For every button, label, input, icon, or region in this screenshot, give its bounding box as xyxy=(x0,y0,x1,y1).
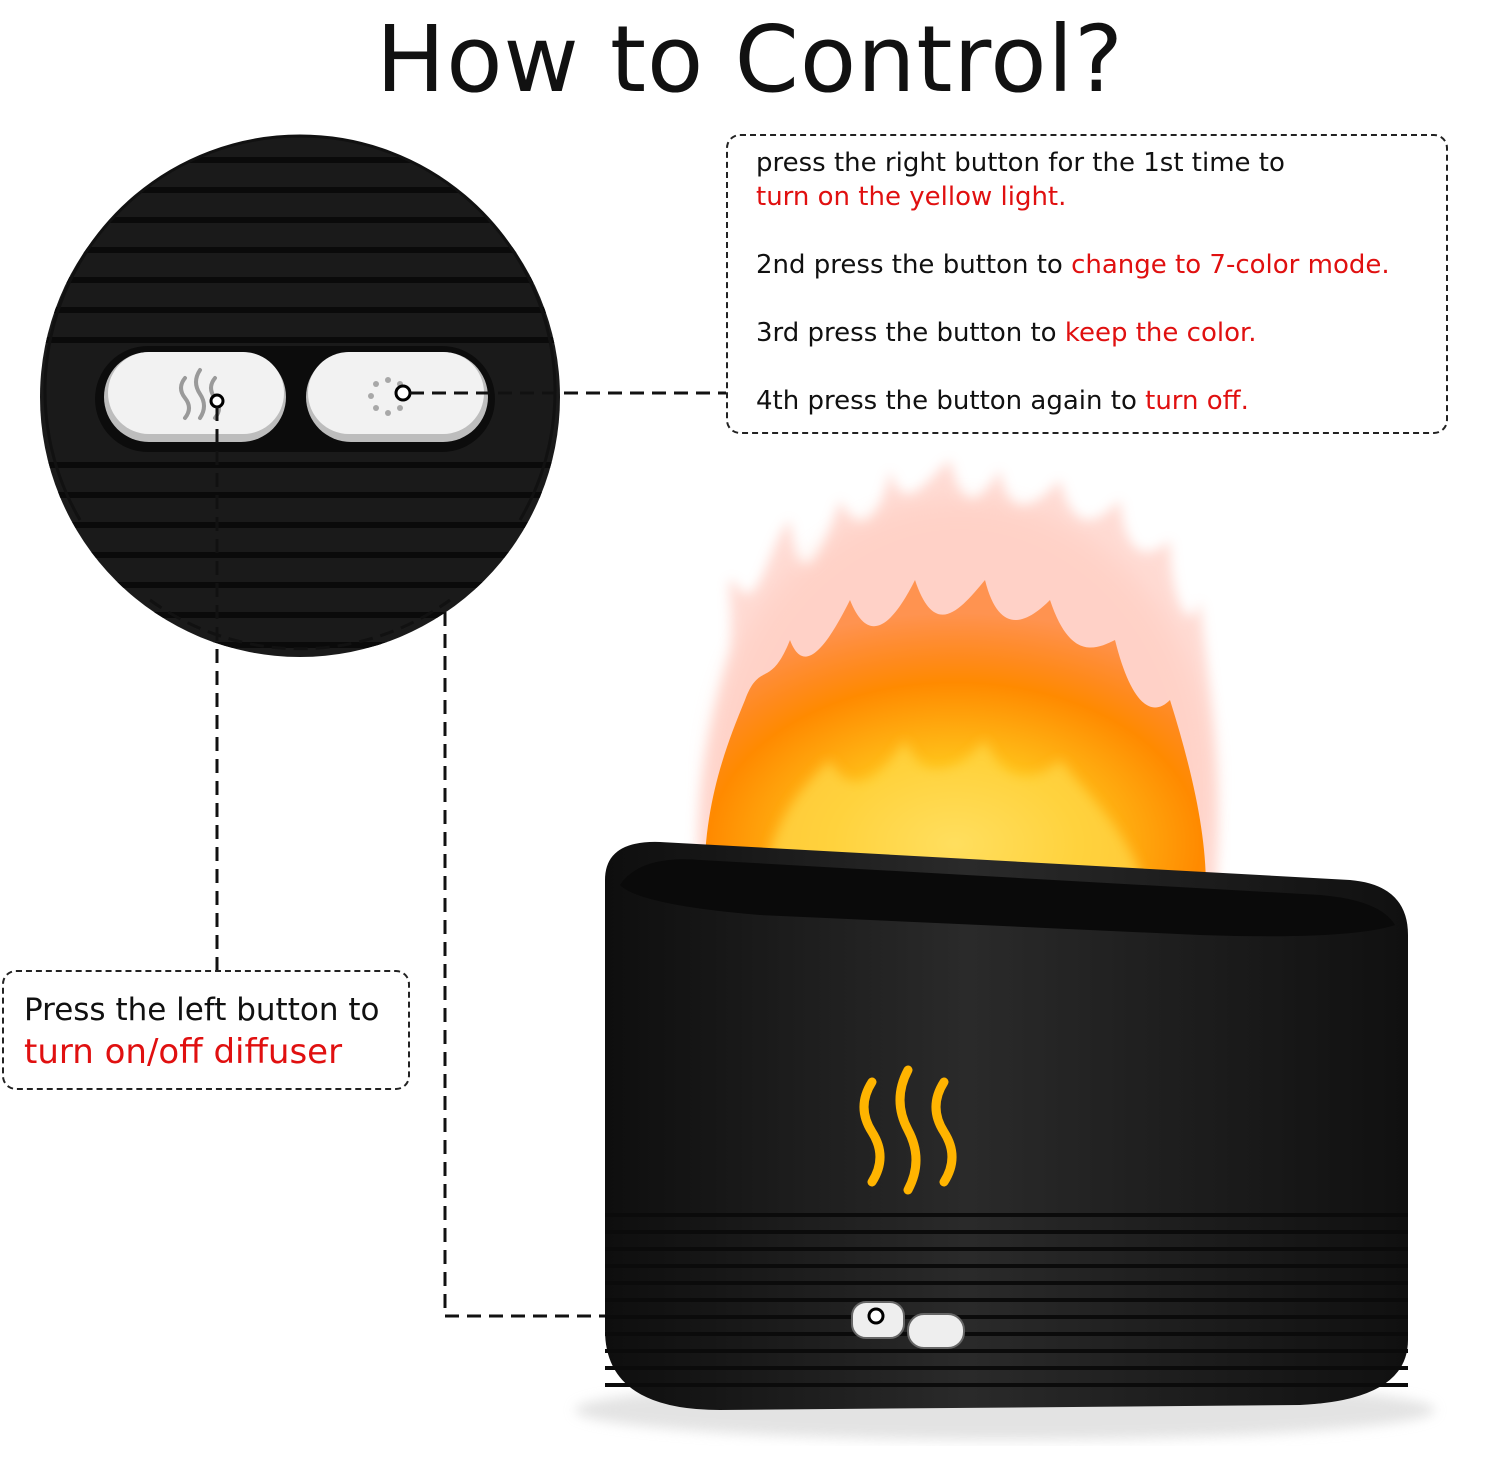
left-callout-highlight: turn on/off diffuser xyxy=(24,1032,343,1072)
step-3: 3rd press the button to keep the color. xyxy=(756,316,1446,350)
step-2-highlight: change to 7-color mode. xyxy=(1071,250,1390,280)
left-button-callout: Press the left button to turn on/off dif… xyxy=(2,970,410,1090)
right-button-marker xyxy=(394,384,412,402)
step-1-text: press the right button for the 1st time … xyxy=(756,148,1285,178)
left-callout-text: Press the left button to xyxy=(24,992,380,1028)
step-1-highlight: turn on the yellow light. xyxy=(756,182,1067,212)
device-right-button[interactable] xyxy=(907,1313,965,1349)
step-4: 4th press the button again to turn off. xyxy=(756,384,1446,418)
step-1: press the right button for the 1st time … xyxy=(756,146,1446,214)
left-button-marker xyxy=(209,393,225,409)
diffuser-device xyxy=(575,841,1435,1440)
step-3-highlight: keep the color. xyxy=(1064,318,1257,348)
step-4-highlight: turn off. xyxy=(1145,386,1249,416)
step-3-text: 3rd press the button to xyxy=(756,318,1065,348)
mist-waves-icon xyxy=(859,1065,957,1195)
zoom-circle xyxy=(40,134,560,657)
zoom-left-button[interactable] xyxy=(104,352,286,442)
page-title: How to Control? xyxy=(376,6,1124,113)
right-button-callout: press the right button for the 1st time … xyxy=(726,134,1448,434)
step-2: 2nd press the button to change to 7-colo… xyxy=(756,248,1446,282)
step-2-text: 2nd press the button to xyxy=(756,250,1072,280)
step-4-text: 4th press the button again to xyxy=(756,386,1146,416)
device-button-marker xyxy=(867,1307,885,1325)
